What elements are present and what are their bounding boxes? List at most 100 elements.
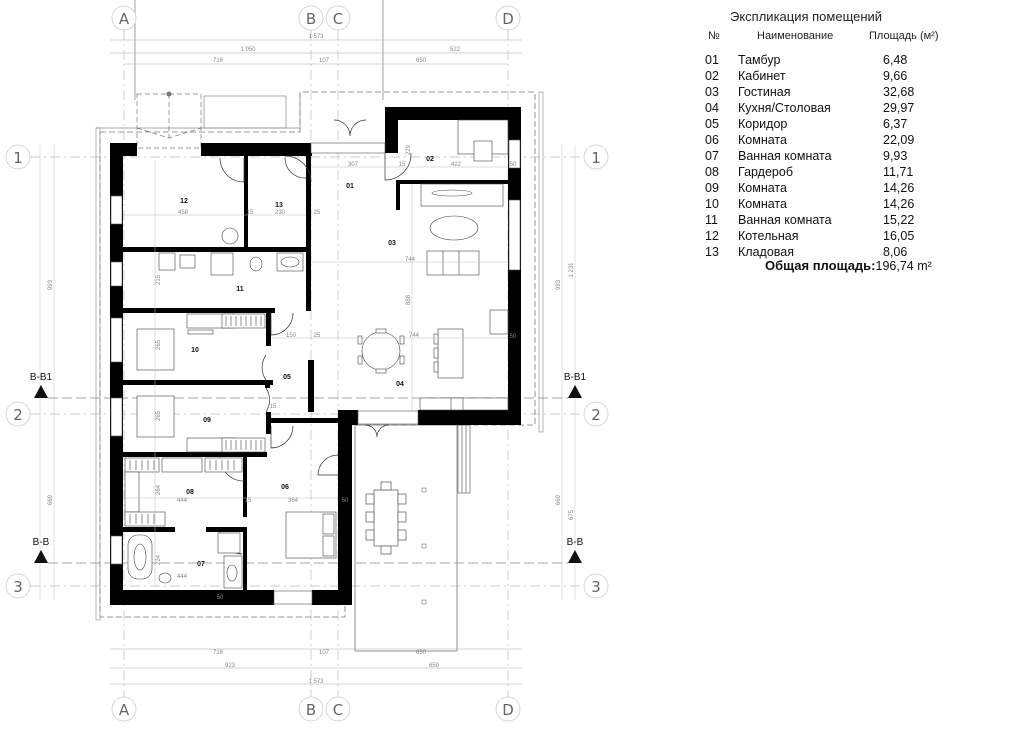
windows[interactable] xyxy=(110,139,521,605)
doors[interactable] xyxy=(219,119,412,555)
axis-c-top: C xyxy=(333,10,343,28)
row-area: 9,66 xyxy=(883,69,908,83)
axis-1-left: 1 xyxy=(13,149,23,167)
room-label-08: 08 xyxy=(186,489,194,496)
row-name: Гостиная xyxy=(738,85,791,99)
dim-bottom-107: 107 xyxy=(319,650,330,656)
dim-15d: 15 xyxy=(245,498,252,504)
row-area: 8,06 xyxy=(883,245,908,259)
row-area: 15,22 xyxy=(883,213,915,227)
room-label-11: 11 xyxy=(236,286,244,293)
dim-25a: 25 xyxy=(314,210,321,216)
total-area: Общая площадь:196,74 m² xyxy=(765,258,932,273)
dim-top-522: 522 xyxy=(450,47,461,53)
row-name: Комната xyxy=(738,181,787,195)
outline-solid xyxy=(96,96,301,129)
dim-25b: 25 xyxy=(314,333,321,339)
axis-3-right: 3 xyxy=(591,578,601,596)
row-area: 6,48 xyxy=(883,53,908,67)
dim-230: 230 xyxy=(275,210,286,216)
inner-dimensions: 458 230 15 25 307 15 422 50 229 744 888 … xyxy=(156,144,517,601)
row-area: 32,68 xyxy=(883,85,915,99)
room-labels: 01 02 03 04 05 06 07 08 09 10 11 12 13 xyxy=(180,156,434,568)
row-area: 9,93 xyxy=(883,149,908,163)
dim-215: 215 xyxy=(156,274,162,285)
axis-d-top: D xyxy=(502,10,514,28)
dim-right-675: 675 xyxy=(569,509,575,520)
room-label-03: 03 xyxy=(388,240,396,247)
row-name: Коридор xyxy=(738,117,788,131)
dim-50d: 50 xyxy=(217,595,224,601)
dining-chairs xyxy=(357,328,439,374)
dim-15a: 15 xyxy=(247,210,254,216)
outdoor-dining-table xyxy=(365,481,407,555)
row-num: 08 xyxy=(705,165,719,179)
col-header-area: Площадь (м²) xyxy=(869,30,939,42)
dim-bottom-650b: 650 xyxy=(429,663,440,669)
room-label-07: 07 xyxy=(197,561,205,568)
dim-top-107: 107 xyxy=(319,58,330,64)
row-num: 13 xyxy=(705,245,719,259)
dimension-lines-top xyxy=(110,39,522,685)
row-num: 04 xyxy=(705,101,719,115)
dim-15b: 15 xyxy=(399,162,406,168)
room-label-02: 02 xyxy=(426,156,434,163)
dim-744a: 744 xyxy=(405,257,416,263)
dim-264: 264 xyxy=(156,484,162,495)
furniture xyxy=(124,119,509,589)
dimension-lines-side xyxy=(39,145,576,600)
dim-right-669: 669 xyxy=(556,494,562,505)
dim-50a: 50 xyxy=(510,162,517,168)
row-num: 05 xyxy=(705,117,719,131)
row-area: 6,37 xyxy=(883,117,908,131)
row-num: 10 xyxy=(705,197,719,211)
closet-hatching xyxy=(129,316,262,524)
dim-top-716: 716 xyxy=(213,58,224,64)
row-name: Ванная комната xyxy=(738,213,832,227)
outline-right xyxy=(538,91,544,433)
row-name: Комната xyxy=(738,197,787,211)
dim-left-993: 993 xyxy=(48,279,54,290)
room-label-12: 12 xyxy=(180,198,188,205)
axis-2-left: 2 xyxy=(13,406,23,424)
section-b-b-left: B-B xyxy=(33,537,50,548)
dim-224: 224 xyxy=(156,554,162,565)
dim-888: 888 xyxy=(406,294,412,305)
dim-top-1050: 1 050 xyxy=(240,47,256,53)
terrace-posts xyxy=(421,487,427,605)
row-name: Комната xyxy=(738,133,787,147)
row-num: 11 xyxy=(705,213,718,227)
axis-b-top: B xyxy=(306,10,316,28)
row-area: 11,71 xyxy=(883,165,914,179)
downspout-icon xyxy=(166,91,172,97)
dim-744b: 744 xyxy=(409,333,420,339)
room-label-05: 05 xyxy=(283,374,291,381)
section-markers xyxy=(34,385,582,563)
dim-265b: 265 xyxy=(156,410,162,421)
dim-top-overall: 1 573 xyxy=(308,34,324,40)
row-name: Гардероб xyxy=(738,165,793,179)
dim-444a: 444 xyxy=(177,498,188,504)
dim-422: 422 xyxy=(451,162,462,168)
total-value: 196,74 m² xyxy=(875,259,932,273)
boiler-entrance-canopy xyxy=(136,93,202,149)
row-name: Кабинет xyxy=(738,69,786,83)
dim-265a: 265 xyxy=(156,339,162,350)
row-num: 12 xyxy=(705,229,719,243)
walls-exterior xyxy=(110,107,521,605)
axis-d-bottom: D xyxy=(502,701,514,719)
section-b-b1-right: B-B1 xyxy=(564,372,587,383)
room-label-01: 01 xyxy=(346,183,354,190)
row-num: 07 xyxy=(705,149,719,163)
dim-150: 150 xyxy=(286,333,297,339)
room-label-09: 09 xyxy=(203,417,211,424)
col-header-name: Наименование xyxy=(757,30,834,42)
walls-interior xyxy=(123,156,508,590)
total-label: Общая площадь: xyxy=(765,258,876,273)
dim-right-993: 993 xyxy=(556,279,562,290)
dim-top-650: 650 xyxy=(416,58,427,64)
axis-2-right: 2 xyxy=(591,406,601,424)
axis-a-bottom: A xyxy=(119,701,130,719)
row-area: 14,26 xyxy=(883,181,915,195)
